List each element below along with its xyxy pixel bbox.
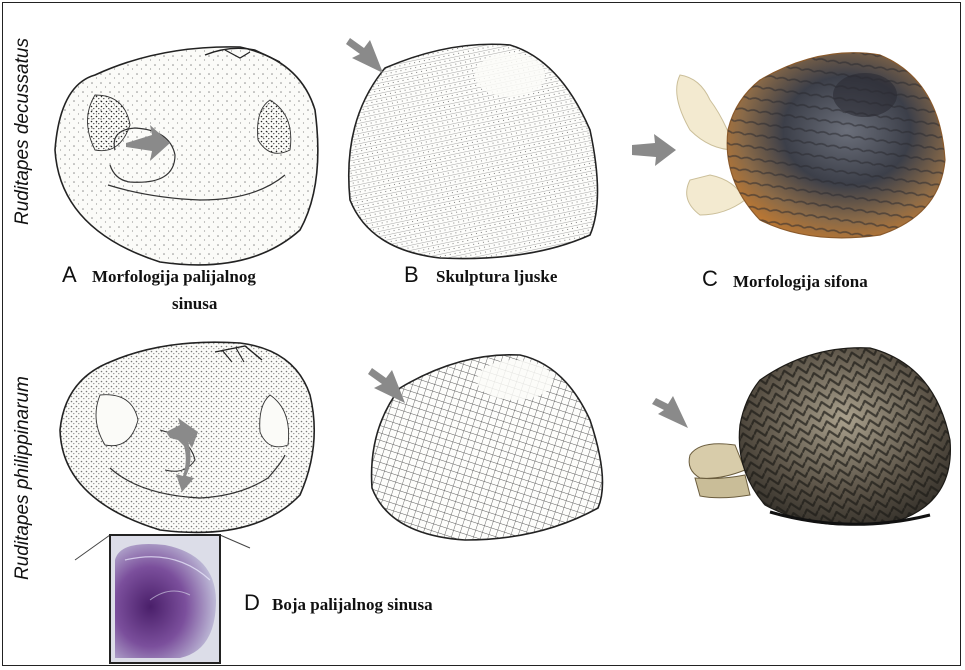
arrow-icon bbox=[652, 396, 688, 428]
panel-b-bottom-shell-exterior bbox=[372, 355, 603, 540]
panel-b-caption: Skulptura ljuske bbox=[436, 266, 557, 287]
panel-c-letter: C bbox=[702, 266, 718, 292]
panel-c-top-siphon-photo bbox=[677, 53, 945, 238]
panel-a-caption-line2: sinusa bbox=[172, 293, 217, 314]
species-label-top: Ruditapes decussatus bbox=[12, 38, 34, 225]
panel-d-caption: Boja palijalnog sinusa bbox=[272, 594, 433, 615]
arrow-icon bbox=[346, 38, 383, 73]
panel-a-caption-line1: Morfologija palijalnog bbox=[92, 266, 256, 287]
arrow-icon bbox=[368, 368, 405, 403]
species-label-bottom: Ruditapes philippinarum bbox=[12, 376, 34, 580]
panel-d-inset-photo bbox=[75, 535, 250, 663]
panel-c-caption: Mогfologija sifona bbox=[733, 271, 868, 292]
panel-d-letter: D bbox=[244, 590, 260, 616]
arrow-icon bbox=[632, 134, 676, 166]
panel-a-top-shell-interior bbox=[55, 47, 318, 265]
panel-a-letter: A bbox=[62, 262, 77, 288]
panel-b-top-shell-exterior bbox=[349, 44, 598, 258]
panel-c-bottom-siphon-photo bbox=[689, 348, 950, 525]
panel-b-letter: B bbox=[404, 262, 419, 288]
